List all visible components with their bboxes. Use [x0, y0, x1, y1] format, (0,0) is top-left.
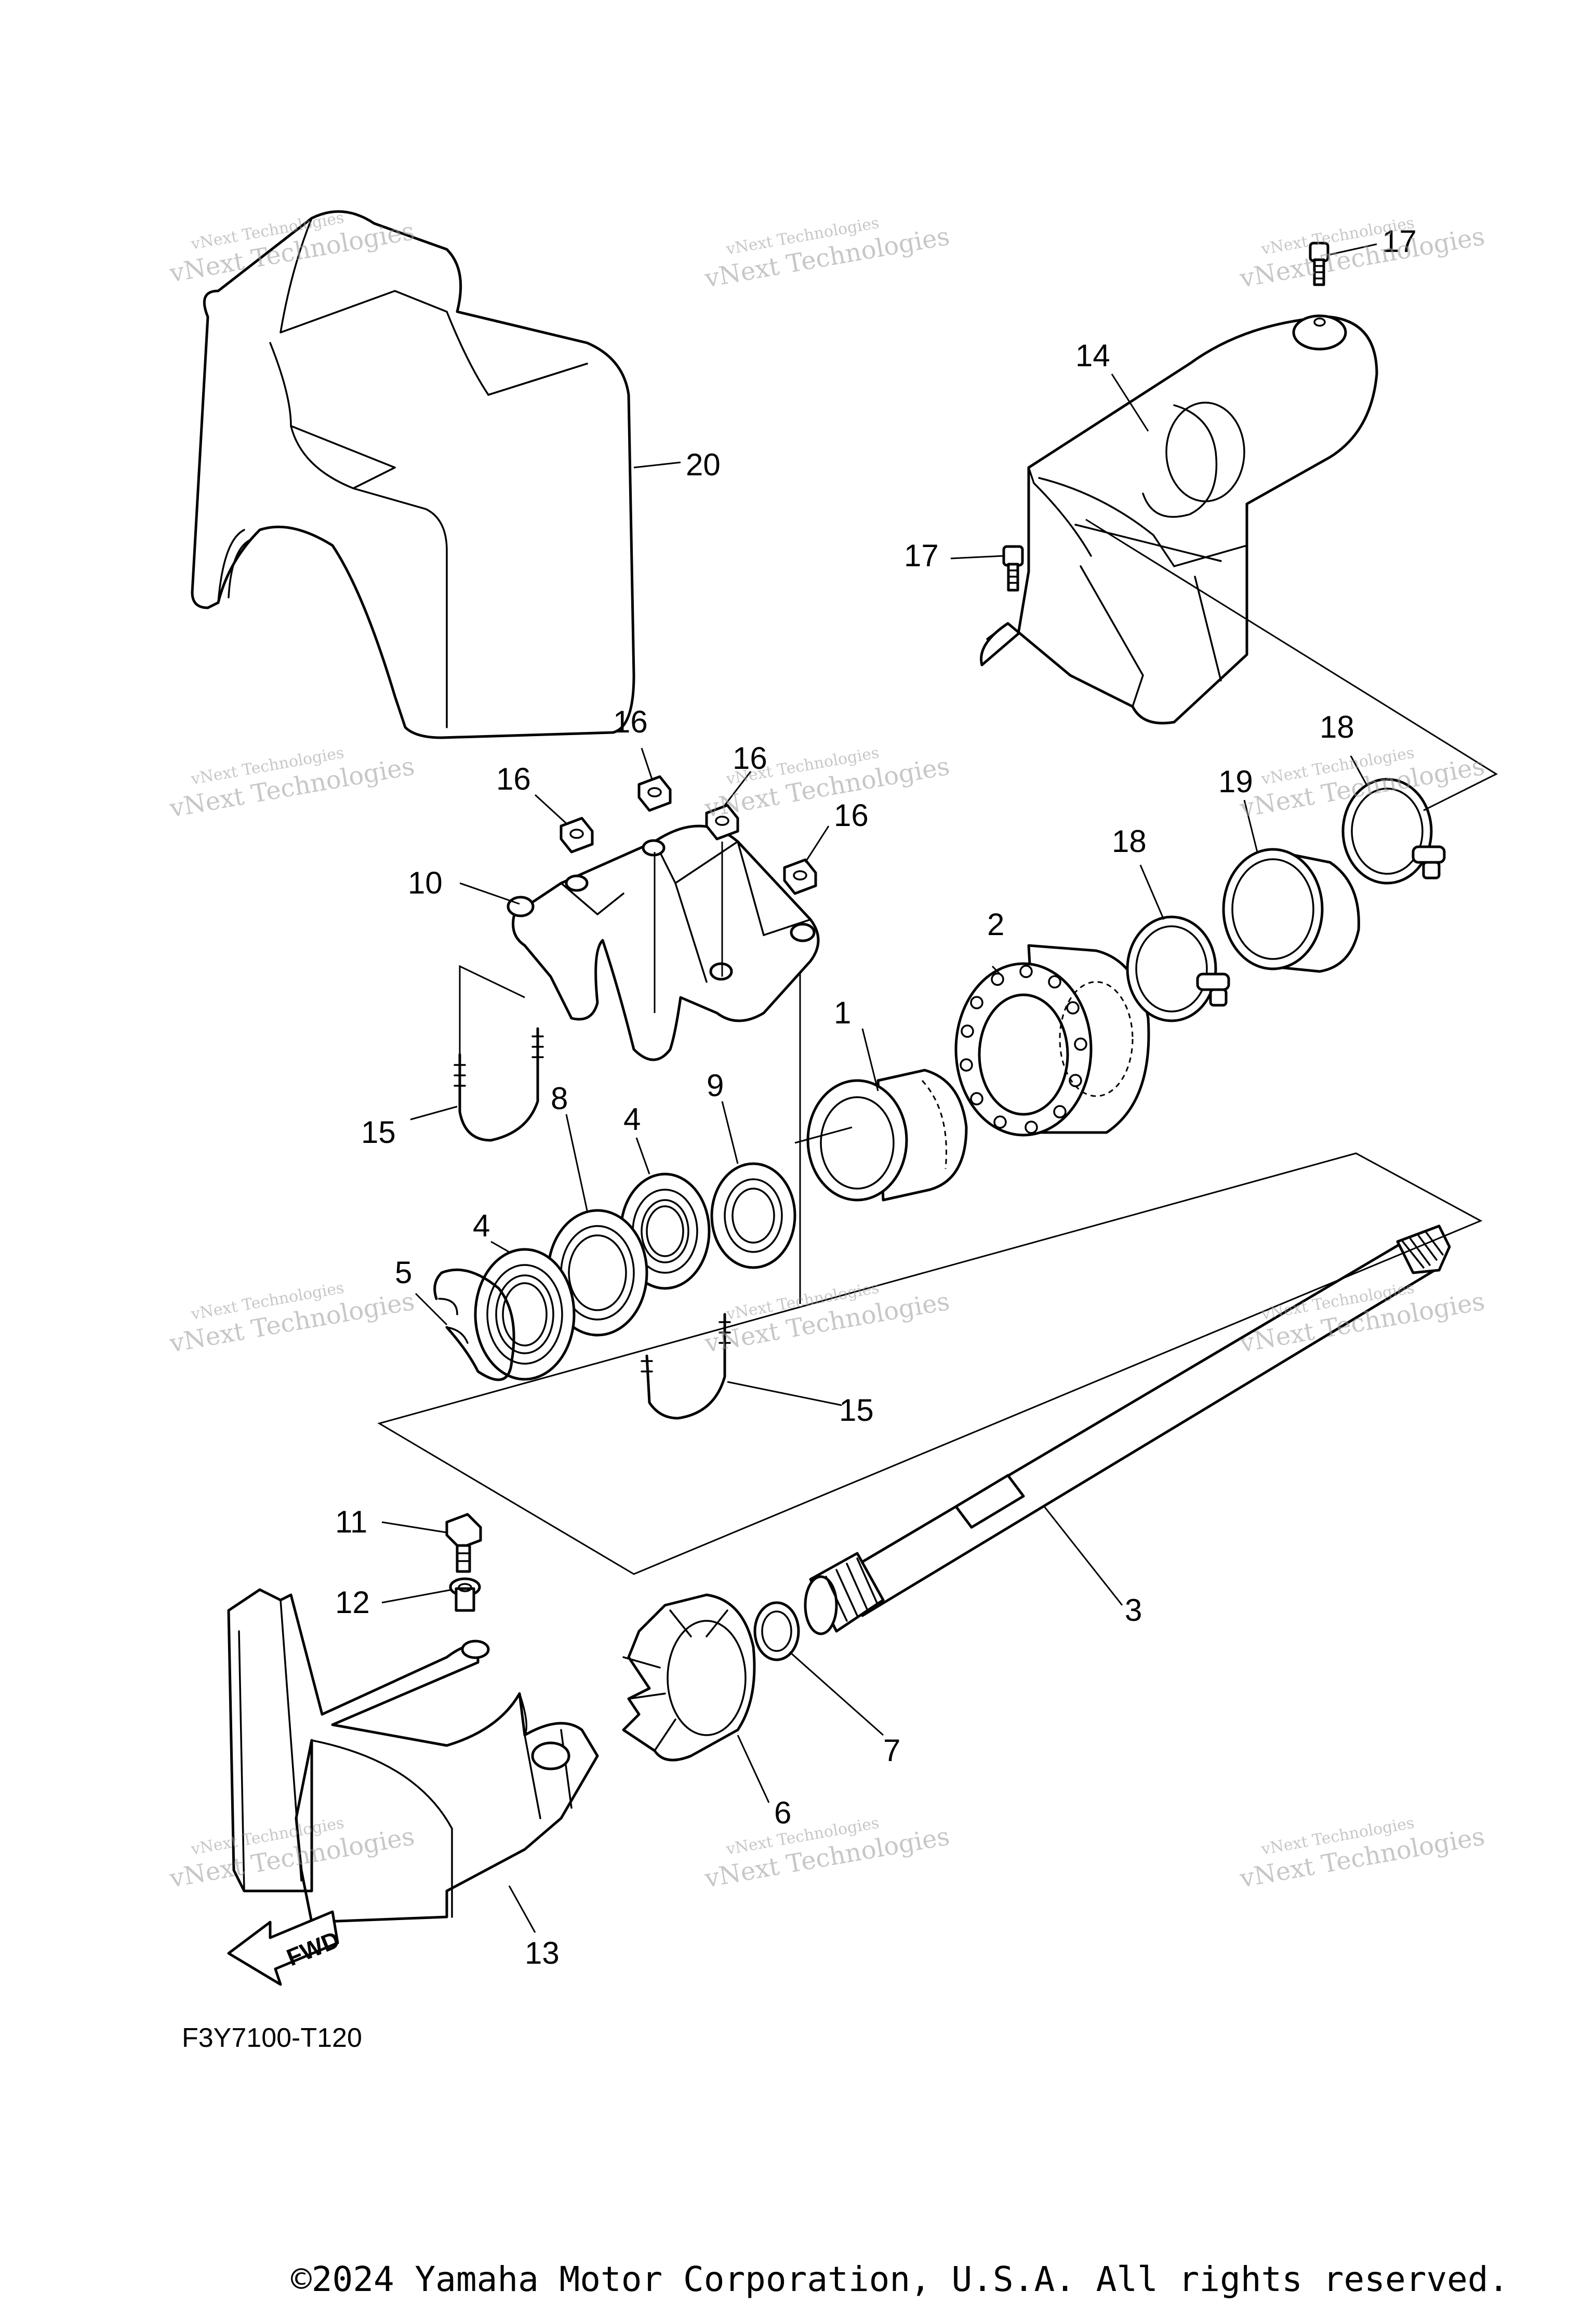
callout-18-right: 18	[1320, 710, 1354, 744]
callout-6: 8	[551, 1081, 568, 1116]
diagram-code: F3Y7100-T120	[182, 2023, 362, 2053]
callout-7: 9	[707, 1068, 724, 1103]
callout-labels: 20 17 14 17 16 16 16 16 10 18 19 18 2 1 …	[335, 224, 1417, 1970]
callout-16-d: 16	[834, 798, 869, 833]
part-7-seal	[710, 1162, 796, 1269]
callout-1: 1	[834, 995, 851, 1030]
callout-18-middle: 18	[1112, 824, 1147, 859]
callout-8: 6	[774, 1795, 791, 1830]
watermark: vNext Technologies vNext Technologies	[702, 1279, 952, 1358]
part-10-bracket	[507, 824, 820, 1061]
callout-20: 20	[686, 447, 721, 482]
part-15-u-bolt-lower	[641, 1313, 731, 1420]
callout-12: 12	[335, 1585, 370, 1620]
callout-17-left: 17	[904, 538, 939, 573]
part-5-circlip	[433, 1268, 515, 1381]
callout-16-c: 16	[496, 762, 531, 796]
part-1-sleeve	[806, 1069, 968, 1202]
part-11-bolt	[445, 1513, 482, 1573]
callout-17-top: 17	[1382, 224, 1417, 259]
callout-16-b: 16	[733, 741, 767, 776]
part-13-lower-cover	[227, 1588, 599, 1924]
callout-16-a: 16	[613, 704, 648, 739]
callout-5: 5	[395, 1255, 412, 1290]
part-16-nut-2	[637, 775, 672, 812]
callout-2: 2	[987, 907, 1004, 942]
part-16-nut-1	[560, 817, 594, 854]
callout-19: 19	[1218, 764, 1253, 799]
reference-lines	[377, 518, 1498, 1575]
watermark: vNext Technologies vNext Technologies	[1238, 1814, 1487, 1894]
part-16-nut-4	[783, 858, 817, 895]
damper-holes	[960, 965, 1087, 1134]
part-12-collar	[449, 1577, 481, 1612]
watermark: vNext Technologies vNext Technologies	[167, 1279, 417, 1358]
callout-15-upper: 15	[361, 1115, 396, 1150]
watermark: vNext Technologies vNext Technologies	[1238, 214, 1487, 294]
callout-11: 11	[335, 1504, 367, 1539]
part-15-u-bolt-upper	[454, 1027, 544, 1142]
watermark: vNext Technologies vNext Technologies	[702, 1814, 952, 1894]
callout-15-lower: 15	[839, 1393, 874, 1428]
copyright-notice: ©2024 Yamaha Motor Corporation, U.S.A. A…	[291, 2259, 1509, 2299]
part-2-damper	[954, 944, 1150, 1137]
watermark: vNext Technologies vNext Technologies	[702, 214, 952, 294]
fwd-arrow-icon: FWD	[227, 1910, 343, 1986]
part-17-bolt-left	[1002, 545, 1024, 592]
part-17-bolt-top	[1309, 242, 1329, 286]
callout-9: 7	[883, 1733, 900, 1768]
callout-4-upper: 4	[623, 1102, 641, 1137]
callout-4-lower: 4	[473, 1208, 490, 1243]
callout-10: 10	[408, 865, 443, 900]
part-18-clamp-right	[1341, 778, 1446, 885]
callout-3: 3	[1125, 1593, 1142, 1628]
part-9-washer	[753, 1601, 800, 1661]
callout-14: 14	[1075, 338, 1110, 373]
part-19-hose	[1222, 848, 1360, 973]
part-16-nut-3	[705, 804, 739, 841]
watermark: vNext Technologies vNext Technologies	[167, 744, 417, 823]
part-4-seal-lower	[474, 1248, 576, 1381]
part-3-drive-shaft	[804, 1224, 1451, 1635]
leader-lines	[381, 243, 1377, 1933]
part-20-cover	[191, 210, 635, 739]
callout-13: 13	[525, 1936, 560, 1970]
part-8-coupler	[622, 1593, 756, 1762]
part-18-clamp-middle	[1126, 915, 1230, 1022]
part-14-housing	[980, 314, 1378, 725]
